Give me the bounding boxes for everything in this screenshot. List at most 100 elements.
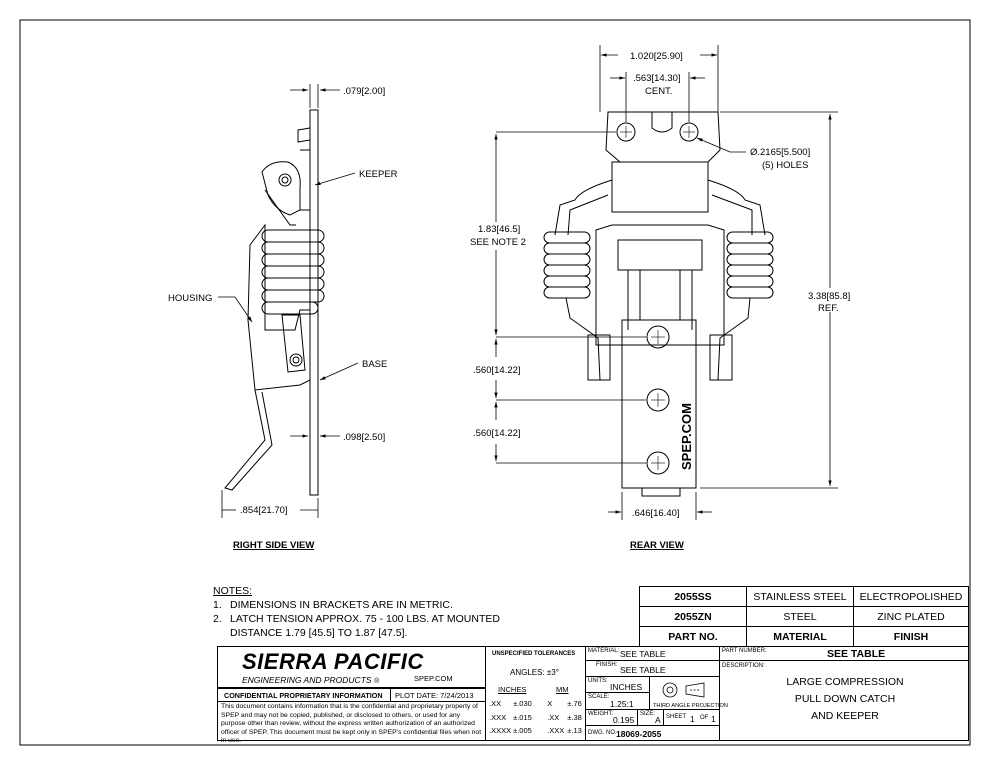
part-no-cell: 2055SS xyxy=(639,586,747,607)
description-line: AND KEEPER xyxy=(811,710,879,722)
dimension-labels: 1.020[25.90] .563[14.30] CENT. Ø.2165[5.… xyxy=(168,51,850,551)
view-label-side: RIGHT SIDE VIEW xyxy=(233,540,314,551)
tol-in-place: .XXX xyxy=(489,713,507,722)
tol-mm-place: .XXX xyxy=(547,726,565,735)
hole-centers xyxy=(620,126,695,470)
units-label: UNITS: xyxy=(588,678,608,684)
tol-mm-val: ±.76 xyxy=(567,699,582,708)
note-text: LATCH TENSION APPROX. 75 - 100 LBS. AT M… xyxy=(230,613,500,625)
sheet-box: SHEET 1 OF 1 xyxy=(663,709,720,726)
notes-heading: NOTES: xyxy=(213,585,253,597)
confidential-box: This document contains information that … xyxy=(217,701,486,744)
brand-mark: SPEP.COM xyxy=(679,403,694,470)
rear-view xyxy=(543,111,774,497)
sheet-number: 1 xyxy=(690,714,695,724)
side-view xyxy=(224,109,325,496)
description-box: DESCRIPTION: LARGE COMPRESSION PULL DOWN… xyxy=(719,660,969,741)
tolerance-box: UNSPECIFIED TOLERANCES ANGLES: ±3° INCHE… xyxy=(485,646,586,741)
header-finish: FINISH xyxy=(853,626,969,647)
description-line: PULL DOWN CATCH xyxy=(794,693,896,705)
table-row: 2055ZN STEEL ZINC PLATED xyxy=(639,606,969,627)
parts-table: 2055SS STAINLESS STEEL ELECTROPOLISHED 2… xyxy=(639,586,969,647)
rear-right-spring xyxy=(726,231,774,299)
scale-value: 1.25:1 xyxy=(610,699,634,709)
finish-box: FINISH: SEE TABLE xyxy=(585,660,720,677)
material-cell: STAINLESS STEEL xyxy=(746,586,854,607)
housing-shape xyxy=(247,223,311,391)
label-base: BASE xyxy=(362,359,387,370)
notes: NOTES: 1. DIMENSIONS IN BRACKETS ARE IN … xyxy=(213,584,500,640)
drawing-number-box: DWG. NO. 18069-2055 xyxy=(585,725,720,741)
note-text: DIMENSIONS IN BRACKETS ARE IN METRIC. xyxy=(230,599,453,611)
tolerance-row: .XX ±.030 X ±.76 xyxy=(489,699,582,708)
header-part-no: PART NO. xyxy=(639,626,747,647)
tolerance-row: .XXX ±.015 .XX ±.38 xyxy=(489,713,582,722)
dim-side-width: .854[21.70] xyxy=(240,505,288,516)
finish-label: FINISH: xyxy=(596,662,618,668)
material-value: SEE TABLE xyxy=(620,649,666,659)
note-number: 1. xyxy=(213,599,222,611)
tol-in-val: ±.030 xyxy=(513,699,532,708)
dim-total-height: 3.38[85.8] xyxy=(808,291,850,302)
note-item: 2. LATCH TENSION APPROX. 75 - 100 LBS. A… xyxy=(213,612,500,626)
sheet-label: SHEET xyxy=(666,714,687,720)
dim-hole-spacing-b: .560[14.22] xyxy=(473,428,521,439)
note-item: DISTANCE 1.79 [45.5] TO 1.87 [47.5]. xyxy=(213,626,500,640)
size-label: SIZE: xyxy=(640,711,656,717)
header-material: MATERIAL xyxy=(746,626,854,647)
drawing-number: 18069-2055 xyxy=(616,729,662,739)
description-line: LARGE COMPRESSION xyxy=(786,676,904,688)
note-text: DISTANCE 1.79 [45.5] TO 1.87 [47.5]. xyxy=(230,627,408,639)
company-box: SIERRA PACIFIC ENGINEERING AND PRODUCTS … xyxy=(217,646,486,688)
third-angle-projection-icon xyxy=(662,682,705,698)
size-box: SIZE: A xyxy=(637,709,664,726)
weight-value: 0.195 xyxy=(613,715,635,725)
weight-box: WEIGHT: 0.195 xyxy=(585,709,638,726)
tolerance-inches-head: INCHES xyxy=(498,685,527,694)
table-header-row: PART NO. MATERIAL FINISH xyxy=(639,626,969,647)
label-keeper: KEEPER xyxy=(359,169,398,180)
dim-total-height-ref: REF. xyxy=(818,303,839,314)
sheet-of: OF xyxy=(700,715,709,721)
units-value: INCHES xyxy=(610,682,643,692)
dim-keeper-thickness: .079[2.00] xyxy=(343,86,385,97)
note-number: 2. xyxy=(213,613,222,625)
tol-mm-place: X xyxy=(547,699,553,708)
material-box: MATERIAL: SEE TABLE xyxy=(585,646,720,661)
projection-label: THIRD ANGLE PROJECTION xyxy=(653,703,728,709)
finish-cell: ELECTROPOLISHED xyxy=(853,586,969,607)
dim-base-thickness: .098[2.50] xyxy=(343,432,385,443)
rear-left-spring xyxy=(543,231,591,299)
company-name: SIERRA PACIFIC xyxy=(242,649,424,674)
dim-hole-spacing-a: .560[14.22] xyxy=(473,365,521,376)
label-housing: HOUSING xyxy=(168,293,212,304)
dim-center-spacing: .563[14.30] xyxy=(633,73,681,84)
tol-mm-val: ±.38 xyxy=(567,713,582,722)
view-label-rear: REAR VIEW xyxy=(630,540,684,551)
weight-label: WEIGHT: xyxy=(588,711,613,717)
dim-top-width: 1.020[25.90] xyxy=(630,51,683,62)
part-number-value: SEE TABLE xyxy=(827,648,886,660)
tol-in-val: ±.005 xyxy=(513,726,532,735)
tolerance-title: UNSPECIFIED TOLERANCES xyxy=(492,651,576,657)
plot-date-box: PLOT DATE: 7/24/2013 xyxy=(390,688,486,702)
material-cell: STEEL xyxy=(746,606,854,627)
dim-height: 1.83[46.5] xyxy=(478,224,520,235)
sheet-total: 1 xyxy=(711,714,716,724)
dim-height-note: SEE NOTE 2 xyxy=(470,237,526,248)
size-value: A xyxy=(655,715,661,725)
plot-date: PLOT DATE: 7/24/2013 xyxy=(395,691,474,700)
projection-box: THIRD ANGLE PROJECTION xyxy=(649,676,728,710)
units-box: UNITS: INCHES xyxy=(585,676,650,693)
tolerance-row: .XXXX ±.005 .XXX ±.13 xyxy=(489,726,582,735)
finish-value: SEE TABLE xyxy=(620,665,666,675)
rear-dimensions xyxy=(494,45,838,520)
part-number-box: PART NUMBER: SEE TABLE xyxy=(719,646,969,661)
tol-mm-place: .XX xyxy=(547,713,560,722)
part-no-cell: 2055ZN xyxy=(639,606,747,627)
company-subtitle-text: ENGINEERING AND PRODUCTS xyxy=(242,675,372,685)
tolerance-angles: ANGLES: ±3° xyxy=(510,668,559,677)
dim-center-note: CENT. xyxy=(645,86,672,97)
dim-hole-diameter: Ø.2165[5.500] xyxy=(750,147,810,158)
finish-cell: ZINC PLATED xyxy=(853,606,969,627)
